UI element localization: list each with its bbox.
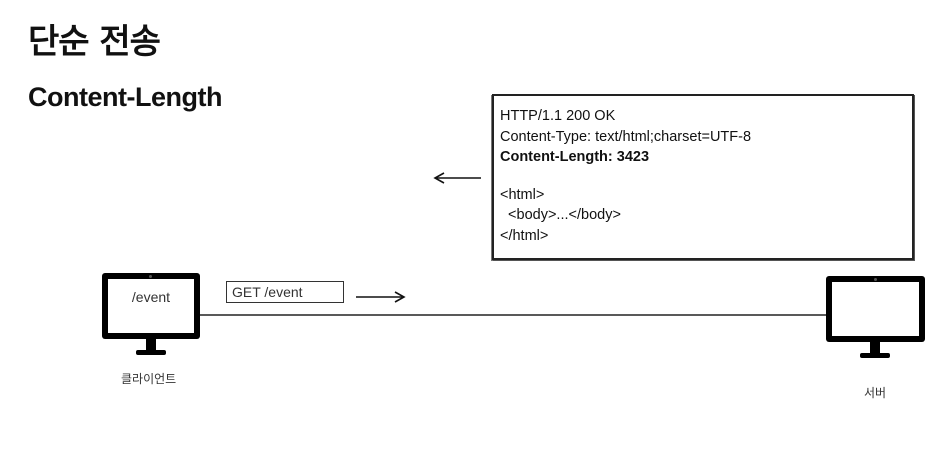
response-arrow-icon [433,172,481,184]
client-screen-text: /event [131,289,171,305]
response-body-line: <body>...</body> [500,207,621,223]
client-label: 클라이언트 [121,372,177,386]
response-content-length: Content-Length: 3423 [500,149,650,165]
request-arrow-icon [356,291,406,303]
page-subtitle: Content-Length [28,82,222,112]
http-request-box: GET /event [226,281,344,303]
response-body-line: </html> [500,227,549,244]
response-content-type: Content-Type: text/html;charset=UTF-8 [500,128,752,145]
page-title: 단순 전송 [28,22,161,62]
http-response-box: HTTP/1.1 200 OK Content-Type: text/html;… [492,94,914,260]
response-body-line: <html> [500,186,545,203]
server-label: 서버 [864,386,887,400]
server-monitor-icon [826,276,925,360]
server-screen [832,282,919,336]
client-monitor-icon: /event [102,273,200,357]
client-screen: /event [108,279,194,333]
response-status-line: HTTP/1.1 200 OK [500,108,616,124]
